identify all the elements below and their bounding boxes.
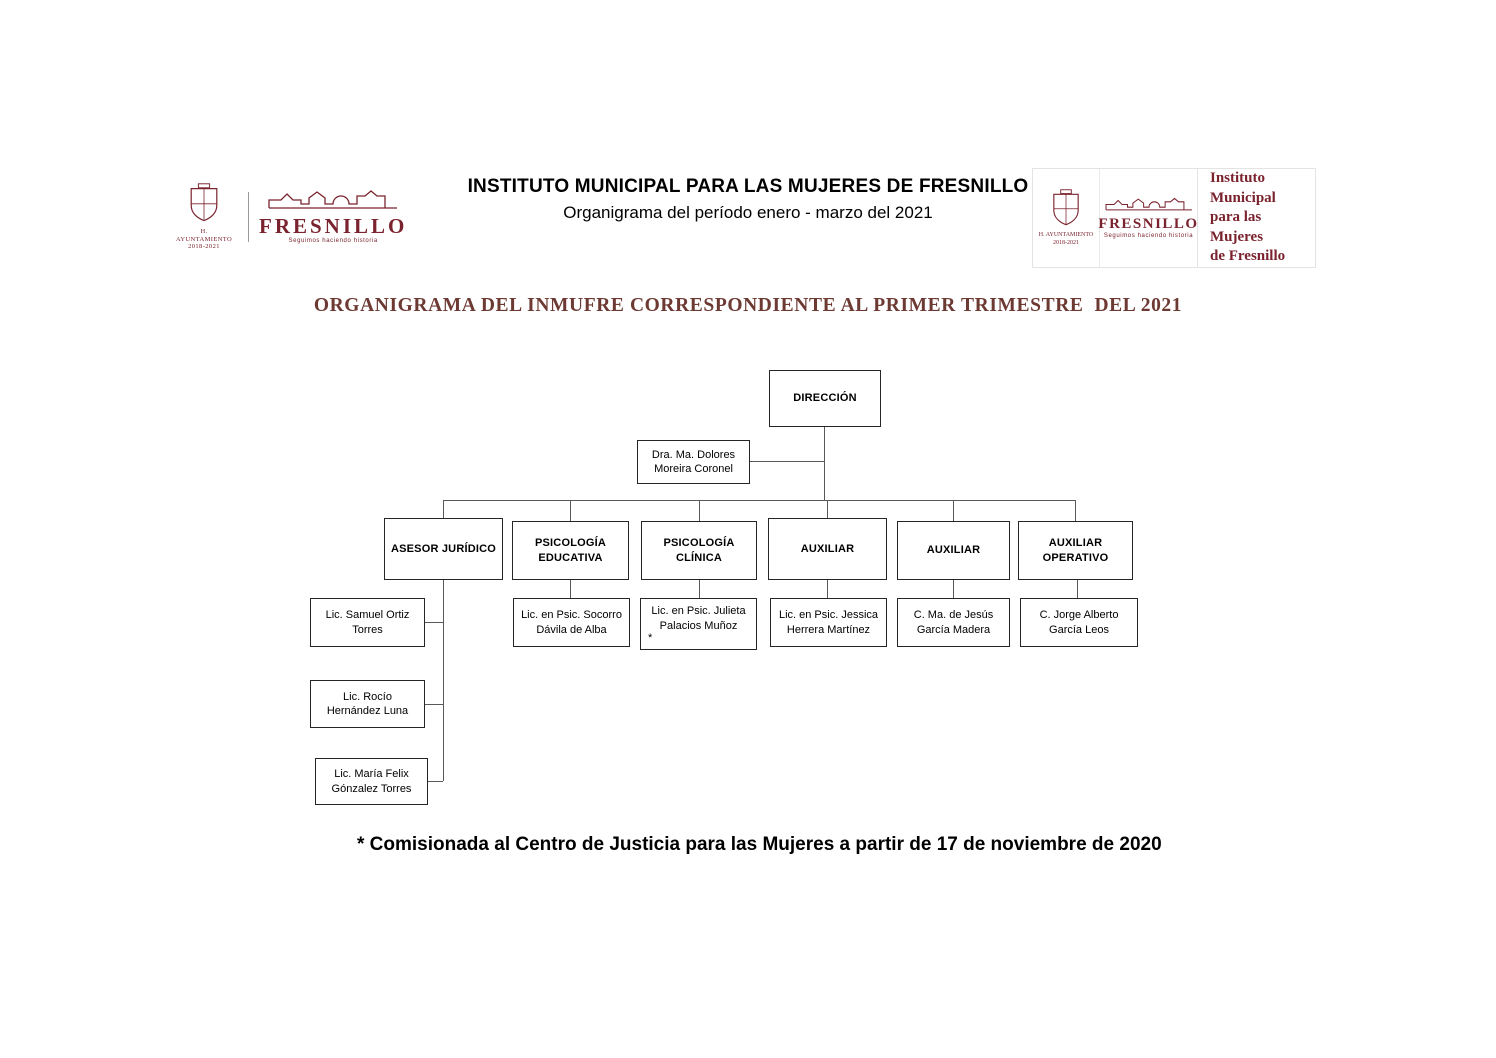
- dept-box-psicologia-educativa: PSICOLOGÍA EDUCATIVA: [512, 521, 629, 580]
- connector-line: [1075, 500, 1076, 521]
- header-right-logos: H. AYUNTAMIENTO 2018-2021 FRESNILLO Segu…: [1032, 168, 1316, 268]
- connector-line: [443, 580, 444, 781]
- dept-box-asesor-juridico: ASESOR JURÍDICO: [384, 518, 503, 580]
- dept-label: PSICOLOGÍA EDUCATIVA: [534, 537, 607, 564]
- connector-line: [570, 500, 571, 521]
- dept-box-psicologia-clinica: PSICOLOGÍA CLÍNICA: [641, 521, 757, 580]
- fresnillo-skyline-icon: [266, 190, 400, 215]
- footnote-marker: *: [648, 631, 653, 644]
- staff-name: Lic. en Psic. Socorro Dávila de Alba: [521, 609, 622, 636]
- staff-name: Lic. Rocío Hernández Luna: [326, 690, 409, 717]
- ayuntamiento-crest: H. AYUNTAMIENTO 2018-2021: [172, 183, 236, 251]
- connector-line: [827, 580, 828, 598]
- staff-box-jorge-alberto-garcia-leos: C. Jorge Alberto García Leos: [1020, 598, 1138, 647]
- ayuntamiento-crest-right: H. AYUNTAMIENTO 2018-2021: [1033, 169, 1099, 267]
- connector-line: [443, 500, 444, 518]
- connector-line: [750, 461, 824, 462]
- connector-line: [1077, 580, 1078, 598]
- fresnillo-logo-name: FRESNILLO: [259, 213, 408, 238]
- dept-label: AUXILIAR OPERATIVO: [1042, 537, 1109, 564]
- staff-name: C. Ma. de Jesús García Madera: [913, 609, 994, 636]
- fresnillo-logo-right: FRESNILLO Seguimos haciendo historia: [1098, 169, 1199, 267]
- connector-line: [953, 500, 954, 521]
- dept-box-auxiliar-2: AUXILIAR: [897, 521, 1010, 580]
- page-subtitle: Organigrama del período enero - marzo de…: [563, 202, 933, 222]
- dept-label: ASESOR JURÍDICO: [390, 542, 497, 555]
- connector-line: [827, 500, 828, 518]
- staff-name: Lic. en Psic. Jessica Herrera Martínez: [778, 609, 879, 636]
- staff-name: Lic. en Psic. Julieta Palacios Muñoz: [651, 605, 746, 632]
- dept-box-auxiliar-operativo: AUXILIAR OPERATIVO: [1018, 521, 1133, 580]
- connector-line: [425, 622, 443, 623]
- staff-box-maria-felix-gonzalez-torres: Lic. María Felix Gónzalez Torres: [315, 758, 428, 805]
- header-center: INSTITUTO MUNICIPAL PARA LAS MUJERES DE …: [448, 176, 1048, 223]
- footnote: * Comisionada al Centro de Justicia para…: [357, 834, 1162, 855]
- section-title: ORGANIGRAMA DEL INMUFRE CORRESPONDIENTE …: [313, 295, 1183, 316]
- ayuntamiento-crest-icon: [183, 183, 225, 228]
- direccion-label: DIRECCIÓN: [793, 392, 857, 405]
- staff-box-rocio-hernandez-luna: Lic. Rocío Hernández Luna: [310, 680, 425, 728]
- direccion-head-name: Dra. Ma. Dolores Moreira Coronel: [651, 448, 736, 475]
- staff-box-ma-de-jesus-garcia-madera: C. Ma. de Jesús García Madera: [897, 598, 1010, 647]
- connector-line: [699, 500, 700, 521]
- staff-name: C. Jorge Alberto García Leos: [1039, 609, 1119, 636]
- staff-box-jessica-herrera-martinez: Lic. en Psic. Jessica Herrera Martínez: [770, 598, 887, 647]
- ayuntamiento-caption-line2: 2018-2021: [188, 243, 220, 251]
- staff-box-socorro-davila-de-alba: Lic. en Psic. Socorro Dávila de Alba: [513, 598, 630, 647]
- header-logo-divider: [248, 192, 249, 242]
- staff-name: Lic. Samuel Ortiz Torres: [325, 609, 410, 636]
- page-title: INSTITUTO MUNICIPAL PARA LAS MUJERES DE …: [467, 176, 1029, 197]
- staff-box-samuel-ortiz-torres: Lic. Samuel Ortiz Torres: [310, 598, 425, 647]
- ayuntamiento-caption-line1: H. AYUNTAMIENTO: [1038, 232, 1094, 239]
- connector-line: [570, 580, 571, 598]
- connector-line: [443, 500, 1076, 501]
- connector-line: [428, 781, 443, 782]
- institute-name-block: Instituto Municipal para las Mujeres de …: [1197, 169, 1315, 267]
- connector-line: [953, 580, 954, 598]
- header-left-logos: H. AYUNTAMIENTO 2018-2021 FRESNILLO Segu…: [172, 182, 434, 252]
- dept-label: AUXILIAR: [800, 542, 855, 555]
- staff-name: Lic. María Felix Gónzalez Torres: [331, 768, 412, 795]
- fresnillo-logo-left: FRESNILLO Seguimos haciendo historia: [259, 190, 407, 244]
- institute-name-line2: para las Mujeres: [1210, 209, 1264, 245]
- connector-line: [425, 704, 443, 705]
- fresnillo-skyline-icon: [1104, 197, 1194, 217]
- dept-box-auxiliar-1: AUXILIAR: [768, 518, 887, 580]
- institute-name-line3: de Fresnillo: [1210, 248, 1286, 265]
- direccion-box: DIRECCIÓN: [769, 370, 881, 427]
- fresnillo-logo-name: FRESNILLO: [1098, 215, 1199, 232]
- ayuntamiento-crest-icon: [1046, 189, 1086, 232]
- dept-label: AUXILIAR: [926, 544, 981, 557]
- connector-line: [824, 427, 825, 500]
- institute-name-line1: Instituto Municipal: [1210, 170, 1276, 206]
- direccion-head-box: Dra. Ma. Dolores Moreira Coronel: [637, 440, 750, 484]
- dept-label: PSICOLOGÍA CLÍNICA: [663, 537, 735, 564]
- ayuntamiento-caption-line2: 2018-2021: [1053, 239, 1079, 246]
- fresnillo-logo-tagline: Seguimos haciendo historia: [1103, 233, 1194, 240]
- ayuntamiento-caption-line1: H. AYUNTAMIENTO: [175, 227, 233, 243]
- staff-box-julieta-palacios-munoz: Lic. en Psic. Julieta Palacios Muñoz *: [640, 598, 757, 650]
- connector-line: [699, 580, 700, 598]
- fresnillo-logo-tagline: Seguimos haciendo historia: [288, 238, 378, 245]
